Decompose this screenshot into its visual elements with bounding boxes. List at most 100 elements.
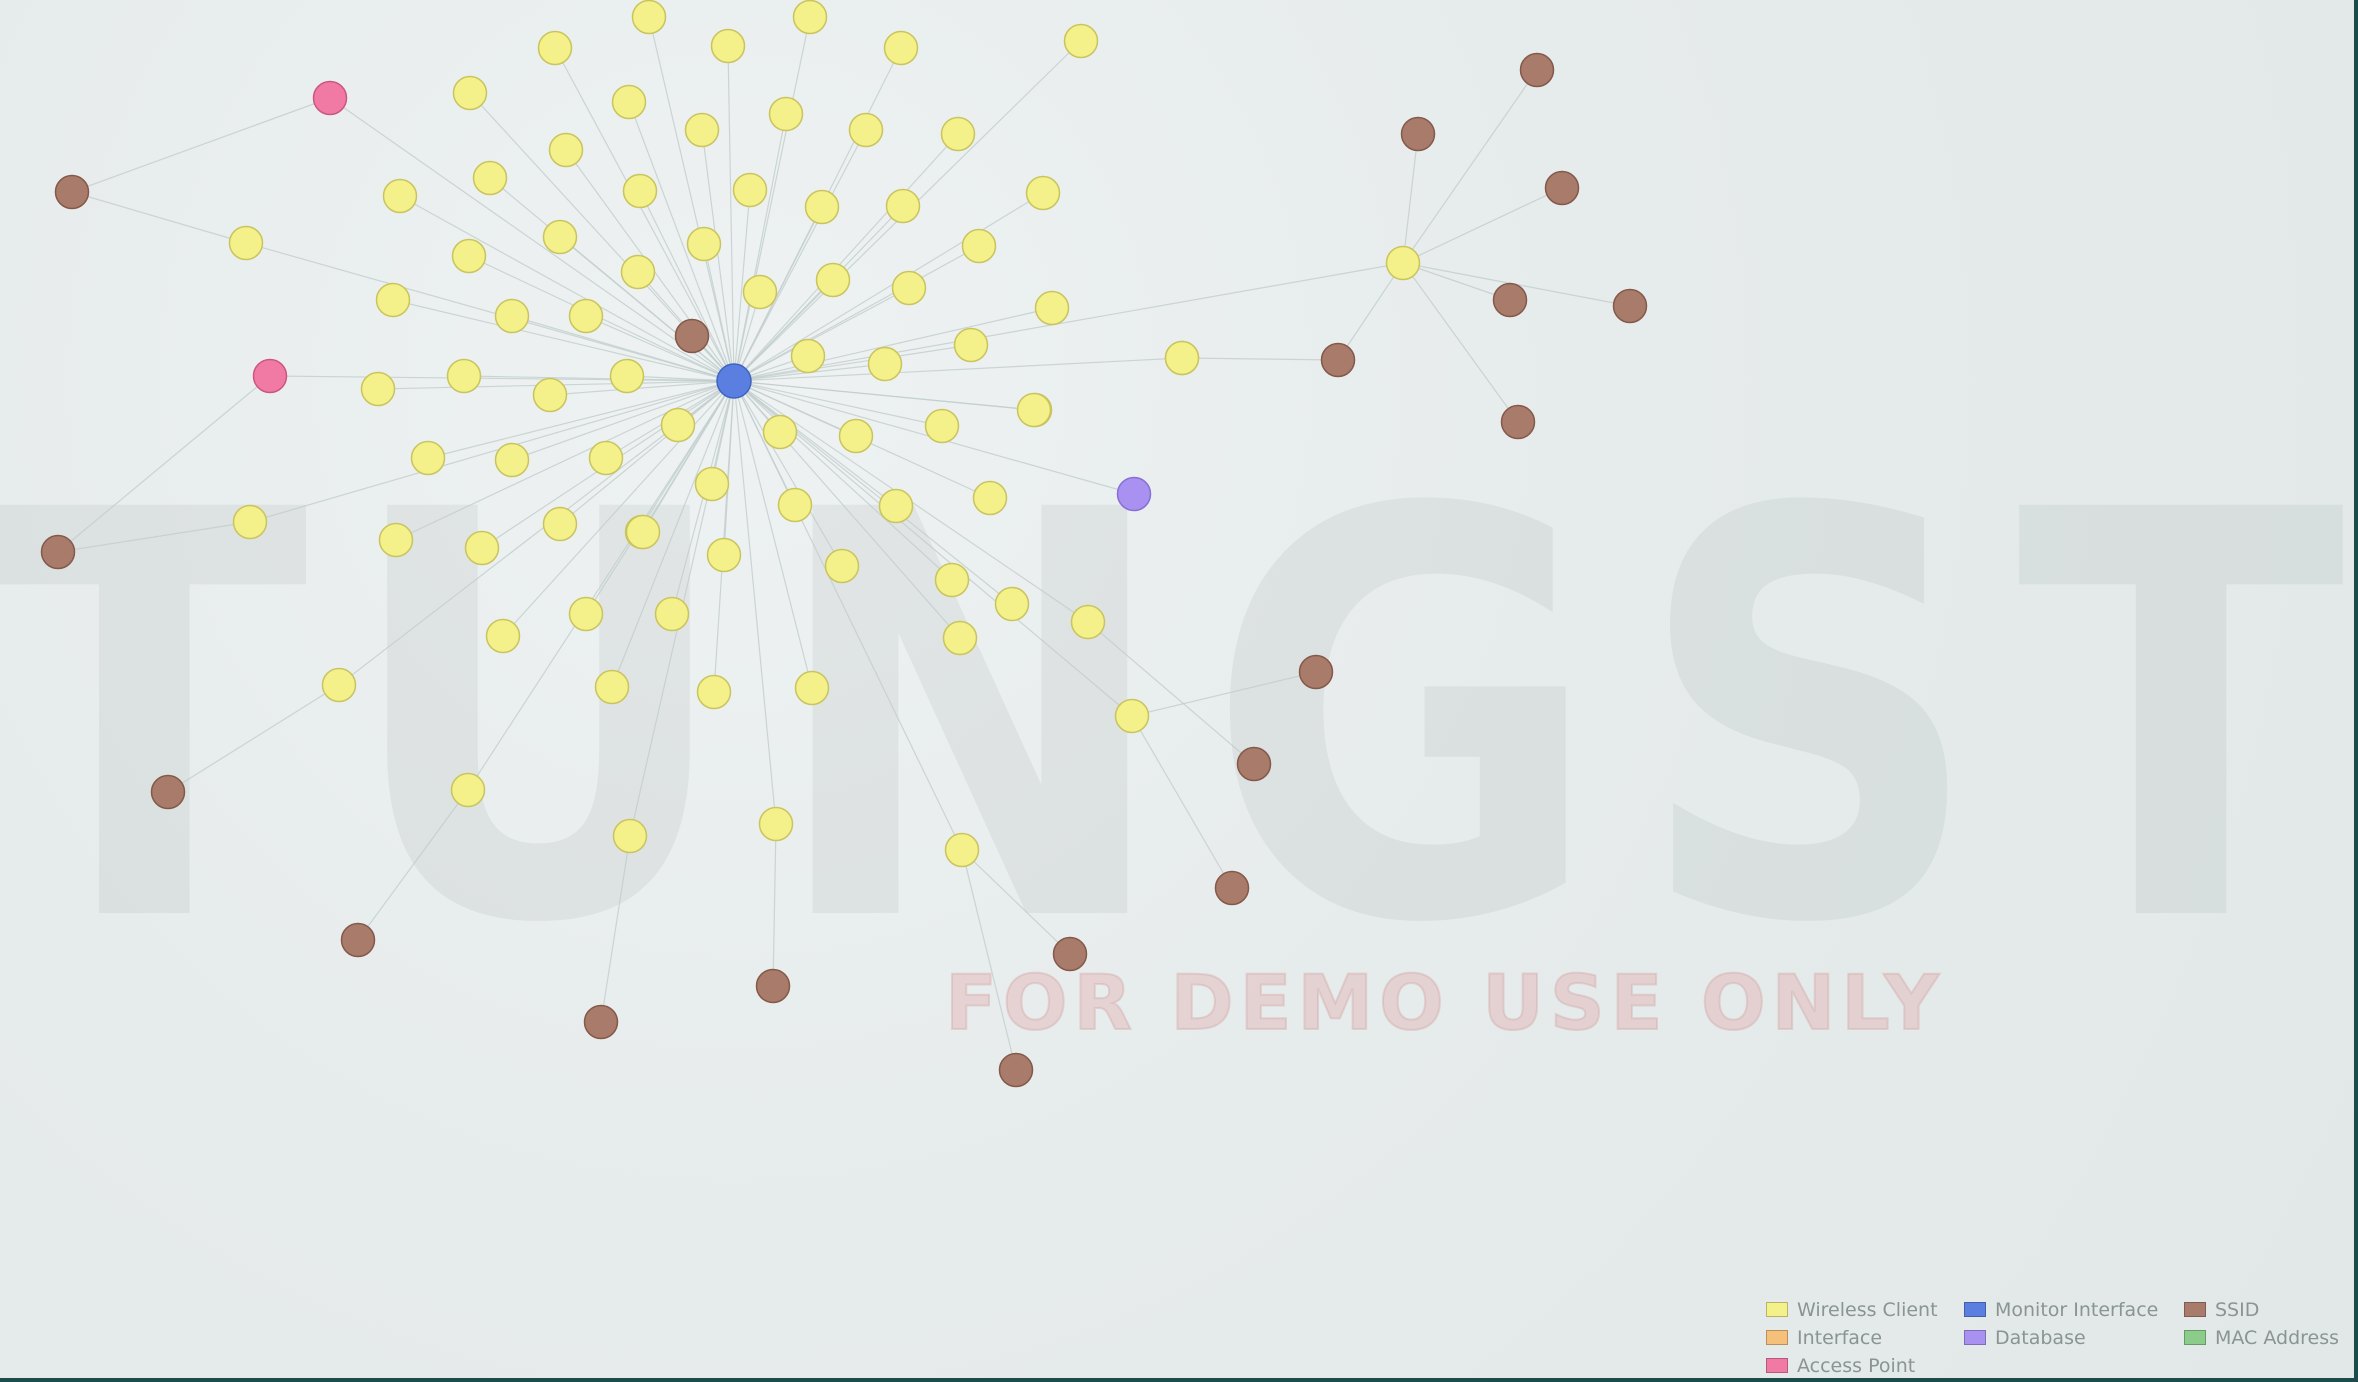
wireless-client-node[interactable]: [885, 188, 921, 224]
wireless-client-node[interactable]: [686, 226, 722, 262]
wireless-client-node[interactable]: [790, 338, 826, 374]
wireless-client-node[interactable]: [972, 480, 1008, 516]
wireless-client-node[interactable]: [824, 548, 860, 584]
wireless-client-node[interactable]: [694, 466, 730, 502]
ssid-node[interactable]: [1214, 870, 1250, 906]
wireless-client-node[interactable]: [944, 832, 980, 868]
wireless-client-node[interactable]: [1016, 392, 1052, 428]
wireless-client-node[interactable]: [924, 408, 960, 444]
ssid-node[interactable]: [150, 774, 186, 810]
ssid-node[interactable]: [40, 534, 76, 570]
wireless-client-node[interactable]: [940, 116, 976, 152]
wireless-client-node[interactable]: [867, 346, 903, 382]
wireless-client-node[interactable]: [360, 371, 396, 407]
ssid-node[interactable]: [1236, 746, 1272, 782]
wireless-client-node[interactable]: [472, 160, 508, 196]
wireless-client-node[interactable]: [494, 442, 530, 478]
wireless-client-node[interactable]: [838, 418, 874, 454]
wireless-client-node[interactable]: [891, 270, 927, 306]
wireless-client-node[interactable]: [696, 674, 732, 710]
wireless-client-node[interactable]: [588, 440, 624, 476]
wireless-client-node[interactable]: [631, 0, 667, 35]
wireless-client-node[interactable]: [768, 96, 804, 132]
ssid-node[interactable]: [1320, 342, 1356, 378]
wireless-client-node[interactable]: [934, 562, 970, 598]
wireless-client-node[interactable]: [848, 112, 884, 148]
access-point-node[interactable]: [312, 80, 348, 116]
wireless-client-node[interactable]: [382, 178, 418, 214]
wireless-client-node[interactable]: [622, 173, 658, 209]
wireless-client-node[interactable]: [762, 414, 798, 450]
wireless-client-node[interactable]: [942, 620, 978, 656]
ssid-node[interactable]: [583, 1004, 619, 1040]
wireless-client-node[interactable]: [532, 377, 568, 413]
wireless-client-node[interactable]: [1034, 290, 1070, 326]
wireless-client-node[interactable]: [232, 504, 268, 540]
wireless-client-node[interactable]: [542, 506, 578, 542]
database-node[interactable]: [1116, 476, 1152, 512]
wireless-client-node[interactable]: [494, 298, 530, 334]
wireless-client-node[interactable]: [953, 327, 989, 363]
wireless-client-node[interactable]: [742, 274, 778, 310]
ssid-node[interactable]: [1052, 936, 1088, 972]
wireless-client-node[interactable]: [451, 238, 487, 274]
ssid-node[interactable]: [755, 968, 791, 1004]
ssid-node[interactable]: [1298, 654, 1334, 690]
wireless-client-node[interactable]: [450, 772, 486, 808]
wireless-client-node[interactable]: [410, 440, 446, 476]
wireless-client-node[interactable]: [375, 282, 411, 318]
wireless-client-node[interactable]: [620, 254, 656, 290]
wireless-client-node[interactable]: [446, 358, 482, 394]
ssid-node[interactable]: [674, 318, 710, 354]
wireless-client-node[interactable]: [611, 84, 647, 120]
wireless-client-node[interactable]: [794, 670, 830, 706]
wireless-client-node[interactable]: [612, 818, 648, 854]
wireless-client-node[interactable]: [537, 30, 573, 66]
wireless-client-node[interactable]: [1063, 23, 1099, 59]
wireless-client-node[interactable]: [710, 28, 746, 64]
wireless-client-node[interactable]: [961, 228, 997, 264]
ssid-node[interactable]: [1492, 282, 1528, 318]
wireless-client-node[interactable]: [485, 618, 521, 654]
wireless-client-node[interactable]: [1385, 245, 1421, 281]
ssid-node[interactable]: [998, 1052, 1034, 1088]
wireless-client-node[interactable]: [792, 0, 828, 35]
wireless-client-node[interactable]: [758, 806, 794, 842]
wireless-client-node[interactable]: [464, 530, 500, 566]
wireless-client-node[interactable]: [1025, 175, 1061, 211]
wireless-client-node[interactable]: [1164, 340, 1200, 376]
ssid-node[interactable]: [1400, 116, 1436, 152]
wireless-client-node[interactable]: [883, 30, 919, 66]
wireless-client-node[interactable]: [228, 225, 264, 261]
wireless-client-node[interactable]: [321, 667, 357, 703]
wireless-client-node[interactable]: [625, 514, 661, 550]
wireless-client-node[interactable]: [706, 537, 742, 573]
ssid-node[interactable]: [1544, 170, 1580, 206]
ssid-node[interactable]: [1500, 404, 1536, 440]
access-point-node[interactable]: [252, 358, 288, 394]
wireless-client-node[interactable]: [732, 172, 768, 208]
wireless-client-node[interactable]: [568, 298, 604, 334]
wireless-client-node[interactable]: [609, 358, 645, 394]
graph-nodes[interactable]: [40, 0, 1648, 1088]
wireless-client-node[interactable]: [777, 487, 813, 523]
wireless-client-node[interactable]: [994, 586, 1030, 622]
wireless-client-node[interactable]: [1114, 698, 1150, 734]
wireless-client-node[interactable]: [594, 669, 630, 705]
wireless-client-node[interactable]: [452, 75, 488, 111]
wireless-client-node[interactable]: [548, 132, 584, 168]
ssid-node[interactable]: [1519, 52, 1555, 88]
wireless-client-node[interactable]: [1070, 604, 1106, 640]
ssid-node[interactable]: [54, 174, 90, 210]
wireless-client-node[interactable]: [878, 488, 914, 524]
wireless-client-node[interactable]: [684, 112, 720, 148]
wireless-client-node[interactable]: [815, 262, 851, 298]
ssid-node[interactable]: [340, 922, 376, 958]
wireless-client-node[interactable]: [660, 407, 696, 443]
wireless-client-node[interactable]: [542, 219, 578, 255]
wireless-client-node[interactable]: [804, 189, 840, 225]
monitor-interface-node[interactable]: [716, 363, 752, 399]
wireless-client-node[interactable]: [654, 596, 690, 632]
